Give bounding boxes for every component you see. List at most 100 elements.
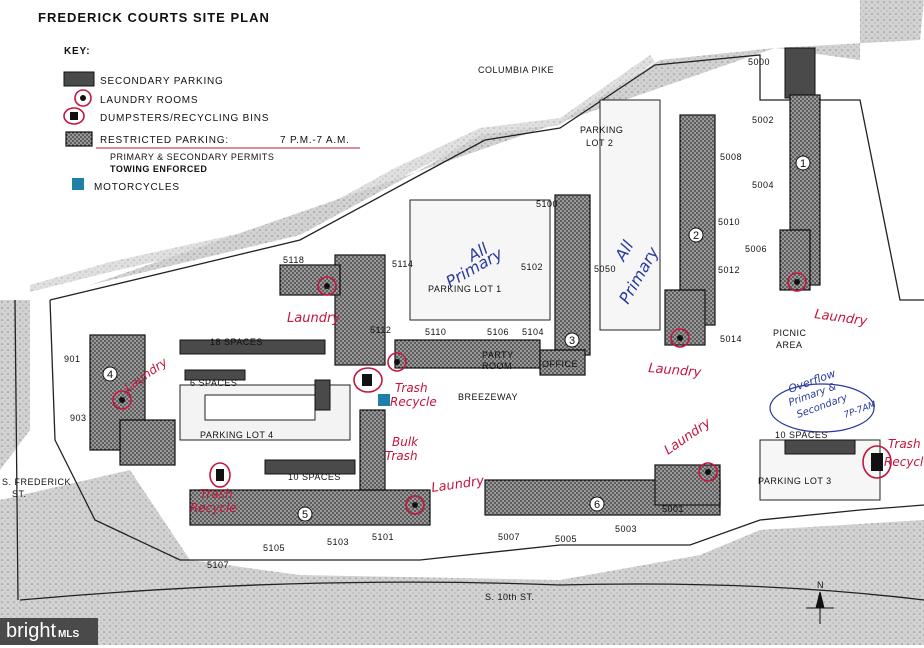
party-room-label-1: PARTY <box>482 350 514 360</box>
addr-5110: 5110 <box>425 327 446 337</box>
lot2-outline <box>599 99 661 331</box>
dumpster-symbols <box>209 367 892 488</box>
addr-5107: 5107 <box>207 560 229 570</box>
street-columbia-pike: COLUMBIA PIKE <box>478 65 554 75</box>
street-s-10th: S. 10th ST. <box>485 592 535 602</box>
addr-5114: 5114 <box>392 259 413 269</box>
street-s-frederick: S. FREDERICK <box>2 477 71 487</box>
building-2 <box>664 114 716 346</box>
picnic-label-2: AREA <box>776 340 803 350</box>
laundry-dots <box>119 279 800 508</box>
building-number-6: 6 <box>594 499 600 511</box>
addr-901: 901 <box>64 354 81 364</box>
spaces-10-a: 10 SPACES <box>288 472 341 482</box>
building-4 <box>89 334 176 466</box>
building-6 <box>484 464 721 516</box>
secondary-parking-10a <box>264 459 356 475</box>
office-block <box>539 349 586 376</box>
lot-2-label-2: LOT 2 <box>586 138 613 148</box>
addr-5106: 5106 <box>487 327 509 337</box>
north-strip <box>30 55 655 292</box>
overflow-area <box>769 383 875 433</box>
addr-5104: 5104 <box>522 327 544 337</box>
addr-5100: 5100 <box>536 199 558 209</box>
map-title: FREDERICK COURTS SITE PLAN <box>38 10 270 25</box>
laundry-note-bldg6: Laundry <box>662 415 714 458</box>
addr-5118: 5118 <box>283 255 304 265</box>
addr-5001: 5001 <box>662 504 684 514</box>
building-number-5: 5 <box>302 509 308 521</box>
laundry-room-symbol <box>74 89 92 107</box>
upper-grass <box>90 0 924 285</box>
lot-3-label: PARKING LOT 3 <box>758 476 832 486</box>
breezeway-label: BREEZEWAY <box>458 392 518 402</box>
addr-5010: 5010 <box>718 217 740 227</box>
trash-note-lot4: Trash <box>200 487 233 501</box>
addr-5103: 5103 <box>327 537 349 547</box>
laundry-symbols <box>112 272 807 515</box>
key-heading: KEY: <box>64 46 90 57</box>
laundry-note-bldg2: Laundry <box>648 361 702 381</box>
building-5100 <box>279 254 386 366</box>
secondary-parking-10b <box>784 439 856 455</box>
key-motorcycles: MOTORCYCLES <box>94 182 180 193</box>
site-boundary <box>49 54 924 301</box>
addr-5003: 5003 <box>615 524 637 534</box>
key-restricted-note-1: PRIMARY & SECONDARY PERMITS <box>110 152 274 162</box>
recycle-note-center: Recycle <box>390 395 437 409</box>
secondary-parking-small <box>314 379 331 411</box>
secondary-parking-6 <box>184 369 246 381</box>
trash-note-lot3: Trash <box>888 437 921 451</box>
addr-5050: 5050 <box>594 264 616 274</box>
site-boundary-south <box>49 299 924 561</box>
lot-4-label: PARKING LOT 4 <box>200 430 274 440</box>
building-1 <box>779 94 821 291</box>
recycle-note-lot4: Recycle <box>190 501 237 515</box>
s-frederick-curb <box>14 299 19 601</box>
addr-5105: 5105 <box>263 543 285 553</box>
addr-5101: 5101 <box>372 532 394 542</box>
key-laundry: LAUNDRY ROOMS <box>100 95 198 106</box>
addr-5002: 5002 <box>752 115 774 125</box>
spaces-18: 18 SPACES <box>210 337 263 347</box>
building-3 <box>554 194 591 356</box>
trash-note-center: Trash <box>395 381 428 395</box>
secondary-parking-swatch <box>63 71 95 87</box>
key-secondary-parking: SECONDARY PARKING <box>100 76 224 87</box>
dumpster-key-circle <box>63 107 85 125</box>
laundry-note-5118: Laundry <box>287 311 340 326</box>
key-restricted: RESTRICTED PARKING: <box>100 135 229 146</box>
addr-5006: 5006 <box>745 244 767 254</box>
building-number-1: 1 <box>800 158 806 170</box>
laundry-note-bldg5: Laundry <box>430 474 485 496</box>
lot1-outline <box>409 199 551 321</box>
laundry-room-dot <box>80 95 86 101</box>
addr-5014: 5014 <box>720 334 742 344</box>
address-labels: 5000 5002 5004 5006 5008 5010 5012 5014 … <box>64 57 774 570</box>
addr-5008: 5008 <box>720 152 742 162</box>
motorcycle-parking <box>378 394 390 406</box>
bottom-grass <box>0 470 924 645</box>
secondary-parking-lot1 <box>784 47 816 99</box>
addr-5012: 5012 <box>718 265 740 275</box>
motorcycle-swatch <box>72 178 84 190</box>
building-numbers: 1 2 3 4 5 6 <box>102 155 811 522</box>
bulk-trash-note-1: Bulk <box>392 435 419 449</box>
lot-2-label-1: PARKING <box>580 125 623 135</box>
restricted-parking-swatch <box>65 131 93 147</box>
street-s-frederick-st: ST. <box>12 489 27 499</box>
building-number-2: 2 <box>693 230 699 242</box>
bulk-trash-note-2: Trash <box>385 449 418 463</box>
dumpster-symbol <box>70 112 78 120</box>
building-number-3: 3 <box>569 335 575 347</box>
key-restricted-time: 7 P.M.-7 A.M. <box>280 135 350 146</box>
s-10th-curb <box>19 581 924 601</box>
recycle-note-lot3: Recycle <box>884 455 924 469</box>
spaces-10-b: 10 SPACES <box>775 430 828 440</box>
picnic-label-1: PICNIC <box>773 328 807 338</box>
addr-5004: 5004 <box>752 180 774 190</box>
spaces-6: 6 SPACES <box>190 378 237 388</box>
